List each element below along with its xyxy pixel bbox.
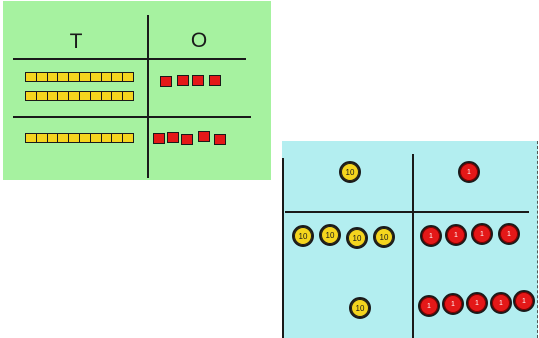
- ten-counter: 10: [346, 227, 368, 249]
- one-counter: 1: [420, 225, 442, 247]
- ten-rod: [25, 72, 135, 82]
- counter-label: 1: [468, 294, 486, 312]
- one-cube: [160, 76, 172, 87]
- counter-label: 10: [294, 227, 312, 245]
- counter-label: 10: [375, 228, 393, 246]
- counter-label: 1: [444, 295, 462, 313]
- counter-label: 1: [460, 163, 478, 181]
- one-counter: 1: [490, 292, 512, 314]
- one-counter: 1: [418, 295, 440, 317]
- header-underline: [13, 58, 246, 60]
- counter-label: 10: [341, 163, 359, 181]
- counters-chart: 10 1 10 10 10 10 10 1 1 1 1 1 1 1 1 1: [282, 141, 538, 338]
- ten-counter: 10: [292, 225, 314, 247]
- one-counter: 1: [445, 224, 467, 246]
- one-counter: 1: [471, 223, 493, 245]
- counter-label: 1: [492, 294, 510, 312]
- counter-label: 1: [420, 297, 438, 315]
- one-cube: [167, 132, 179, 143]
- one-cube: [192, 75, 204, 86]
- counter-label: 1: [500, 225, 518, 243]
- counter-label: 1: [515, 292, 533, 310]
- one-cube: [198, 131, 210, 142]
- counter-label: 1: [422, 227, 440, 245]
- counter-label: 1: [473, 225, 491, 243]
- counter-label: 10: [348, 229, 366, 247]
- one-counter: 1: [466, 292, 488, 314]
- ten-counter: 10: [373, 226, 395, 248]
- one-cube: [153, 133, 165, 144]
- panel-edge: [537, 141, 538, 338]
- one-counter: 1: [498, 223, 520, 245]
- one-cube: [209, 75, 221, 86]
- tens-header: T: [69, 30, 83, 53]
- ten-counter: 10: [339, 161, 361, 183]
- ten-rod: [25, 91, 135, 101]
- left-border: [282, 158, 284, 338]
- tens-ones-chart: T O: [3, 1, 271, 180]
- row-divider: [285, 211, 529, 213]
- one-counter: 1: [513, 290, 535, 312]
- ones-header: O: [190, 29, 208, 52]
- counter-label: 10: [321, 226, 339, 244]
- one-counter: 1: [442, 293, 464, 315]
- one-cube: [181, 134, 193, 145]
- ten-counter: 10: [319, 224, 341, 246]
- counter-label: 10: [351, 299, 369, 317]
- ten-rod: [25, 133, 135, 143]
- one-counter: 1: [458, 161, 480, 183]
- one-cube: [214, 134, 226, 145]
- column-divider: [412, 154, 414, 338]
- column-divider: [147, 15, 149, 178]
- counter-label: 1: [447, 226, 465, 244]
- row-divider: [13, 116, 251, 118]
- ten-counter: 10: [349, 297, 371, 319]
- one-cube: [177, 75, 189, 86]
